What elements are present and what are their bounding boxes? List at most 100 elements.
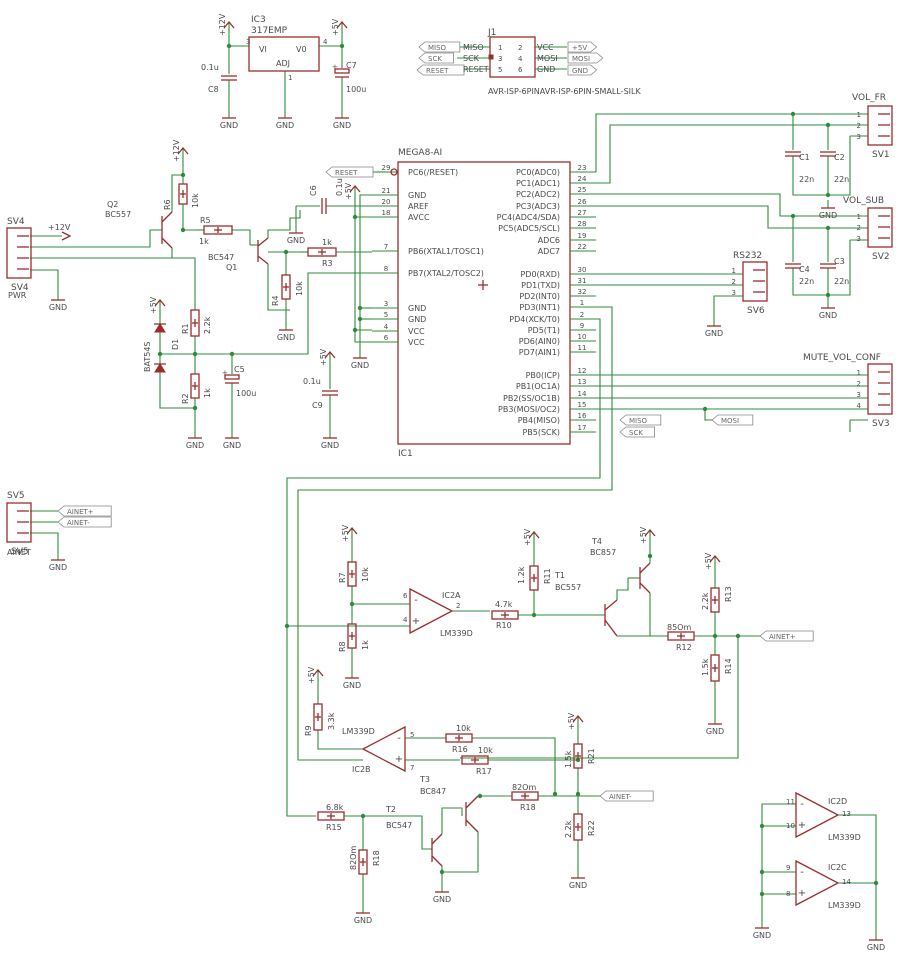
q1-name: Q1 xyxy=(226,263,237,272)
ic1-pin-number: 7 xyxy=(384,243,388,251)
r12-value: 85Om xyxy=(667,623,691,632)
t2-value: BC547 xyxy=(386,821,412,830)
resistor-v xyxy=(347,561,357,587)
r9-name: R9 xyxy=(304,725,313,736)
ic1-pin-label: PC5(ADC5/SCL) xyxy=(498,224,560,233)
wire xyxy=(267,210,301,238)
isp-value: AVR-ISP-6PINAVR-ISP-6PIN-SMALL-SILK xyxy=(488,87,641,96)
junction xyxy=(192,405,198,411)
opamp-icon xyxy=(795,791,840,839)
ic1-pin-label: PD6(AIN0) xyxy=(519,337,560,346)
isp-pin-label: GND xyxy=(537,65,555,74)
c5-name: C5 xyxy=(234,365,245,374)
supply-arrow-icon xyxy=(709,554,721,563)
isp-pin-number: 5 xyxy=(498,66,502,74)
t3-value: BC847 xyxy=(420,787,446,796)
supply-label: +5V xyxy=(319,348,328,366)
header-pin-number: 2 xyxy=(857,122,861,130)
t1-value: BC557 xyxy=(555,583,581,592)
ground-label: GND xyxy=(706,727,724,736)
ic2b-pin: 5 xyxy=(410,731,414,739)
r6-value: 10k xyxy=(191,193,200,208)
net-flag-label: RESET xyxy=(335,169,358,177)
ic1-pin-label: PB2(SS/OC1B) xyxy=(503,394,560,403)
wire xyxy=(30,532,59,552)
wire xyxy=(286,318,601,817)
isp-pin-label: VCC xyxy=(537,43,554,52)
header-pin-number: 1 xyxy=(732,267,736,275)
r7-name: R7 xyxy=(338,572,347,583)
resistor-v xyxy=(178,183,188,205)
header-name: SV5 xyxy=(11,547,29,557)
supply-arrow-icon xyxy=(324,350,336,359)
opamp-plus: + xyxy=(395,754,403,765)
ic1-pin-number: 16 xyxy=(578,412,587,420)
q2-emitter xyxy=(161,211,173,223)
ground-label: GND xyxy=(49,563,67,572)
t4-emitter xyxy=(639,562,651,574)
ic2a-value: LM339D xyxy=(440,629,473,638)
junction xyxy=(702,406,708,412)
supply-arrow-icon xyxy=(572,714,584,723)
reset-invert-bubble xyxy=(390,168,398,176)
opamp-icon xyxy=(409,587,454,635)
regulator-body xyxy=(248,36,320,72)
wire xyxy=(171,174,183,212)
r10-name: R10 xyxy=(496,621,512,630)
supply-arrow-icon xyxy=(528,530,540,539)
ic1-pin-label: PD4(XCK/T0) xyxy=(509,315,560,324)
wire xyxy=(596,205,868,229)
junction xyxy=(352,214,358,220)
net-flag xyxy=(759,630,814,642)
ic1-pin-number: 25 xyxy=(578,186,587,194)
ground-label: GND xyxy=(753,931,771,940)
header-pin-number: 2 xyxy=(857,224,861,232)
resistor-v xyxy=(529,565,539,591)
r22-value: 2.2k xyxy=(564,820,573,838)
resistor-v xyxy=(710,587,720,613)
wire xyxy=(359,194,372,350)
supply-arrow-icon xyxy=(644,528,656,537)
ic1-pin-number: 4 xyxy=(384,323,389,331)
regulator-pin: 1 xyxy=(288,74,292,82)
ic1-pin-number: 22 xyxy=(578,243,587,251)
header-name: SV6 xyxy=(747,306,765,316)
r22-name: R22 xyxy=(587,820,596,836)
ic2c-name: IC2C xyxy=(828,863,847,872)
net-flag xyxy=(567,41,598,53)
c7-name: C7 xyxy=(346,61,357,70)
junction xyxy=(180,227,186,233)
t3-emitter xyxy=(465,819,479,833)
ground-label: GND xyxy=(287,236,305,245)
ic1-pin-label: PB4(MISO) xyxy=(518,416,560,425)
junction xyxy=(357,305,363,311)
wire xyxy=(297,306,613,761)
junction xyxy=(477,793,483,799)
supply-label: +12V xyxy=(172,139,181,162)
wire xyxy=(351,586,410,605)
wire xyxy=(232,229,251,245)
r14-name: R14 xyxy=(724,658,733,674)
t3-collector xyxy=(465,795,479,809)
r19-name: R18 xyxy=(372,850,381,866)
ic2b-pin: 7 xyxy=(410,764,414,772)
resistor-v xyxy=(190,309,200,337)
supply-arrow-icon xyxy=(336,20,348,29)
junction xyxy=(873,880,879,886)
r4-value: 10k xyxy=(295,281,304,296)
ground-label: GND xyxy=(343,681,361,690)
supply-arrow-icon xyxy=(346,526,358,535)
ground-label: GND xyxy=(276,121,294,130)
ground-label: GND xyxy=(569,881,587,890)
ic2a-pin: 6 xyxy=(403,592,408,600)
header-pin-number: 4 xyxy=(0,233,1,241)
c7-value: 100u xyxy=(346,85,366,94)
wire xyxy=(838,814,877,932)
net-flag-label: MISO xyxy=(629,417,648,425)
wire xyxy=(616,578,629,600)
supply-label: +5V xyxy=(307,666,316,684)
resistor-h xyxy=(461,755,489,765)
ic2d-pin: 10 xyxy=(786,822,795,830)
ic1-pin-label: PB5(SCK) xyxy=(522,428,560,437)
